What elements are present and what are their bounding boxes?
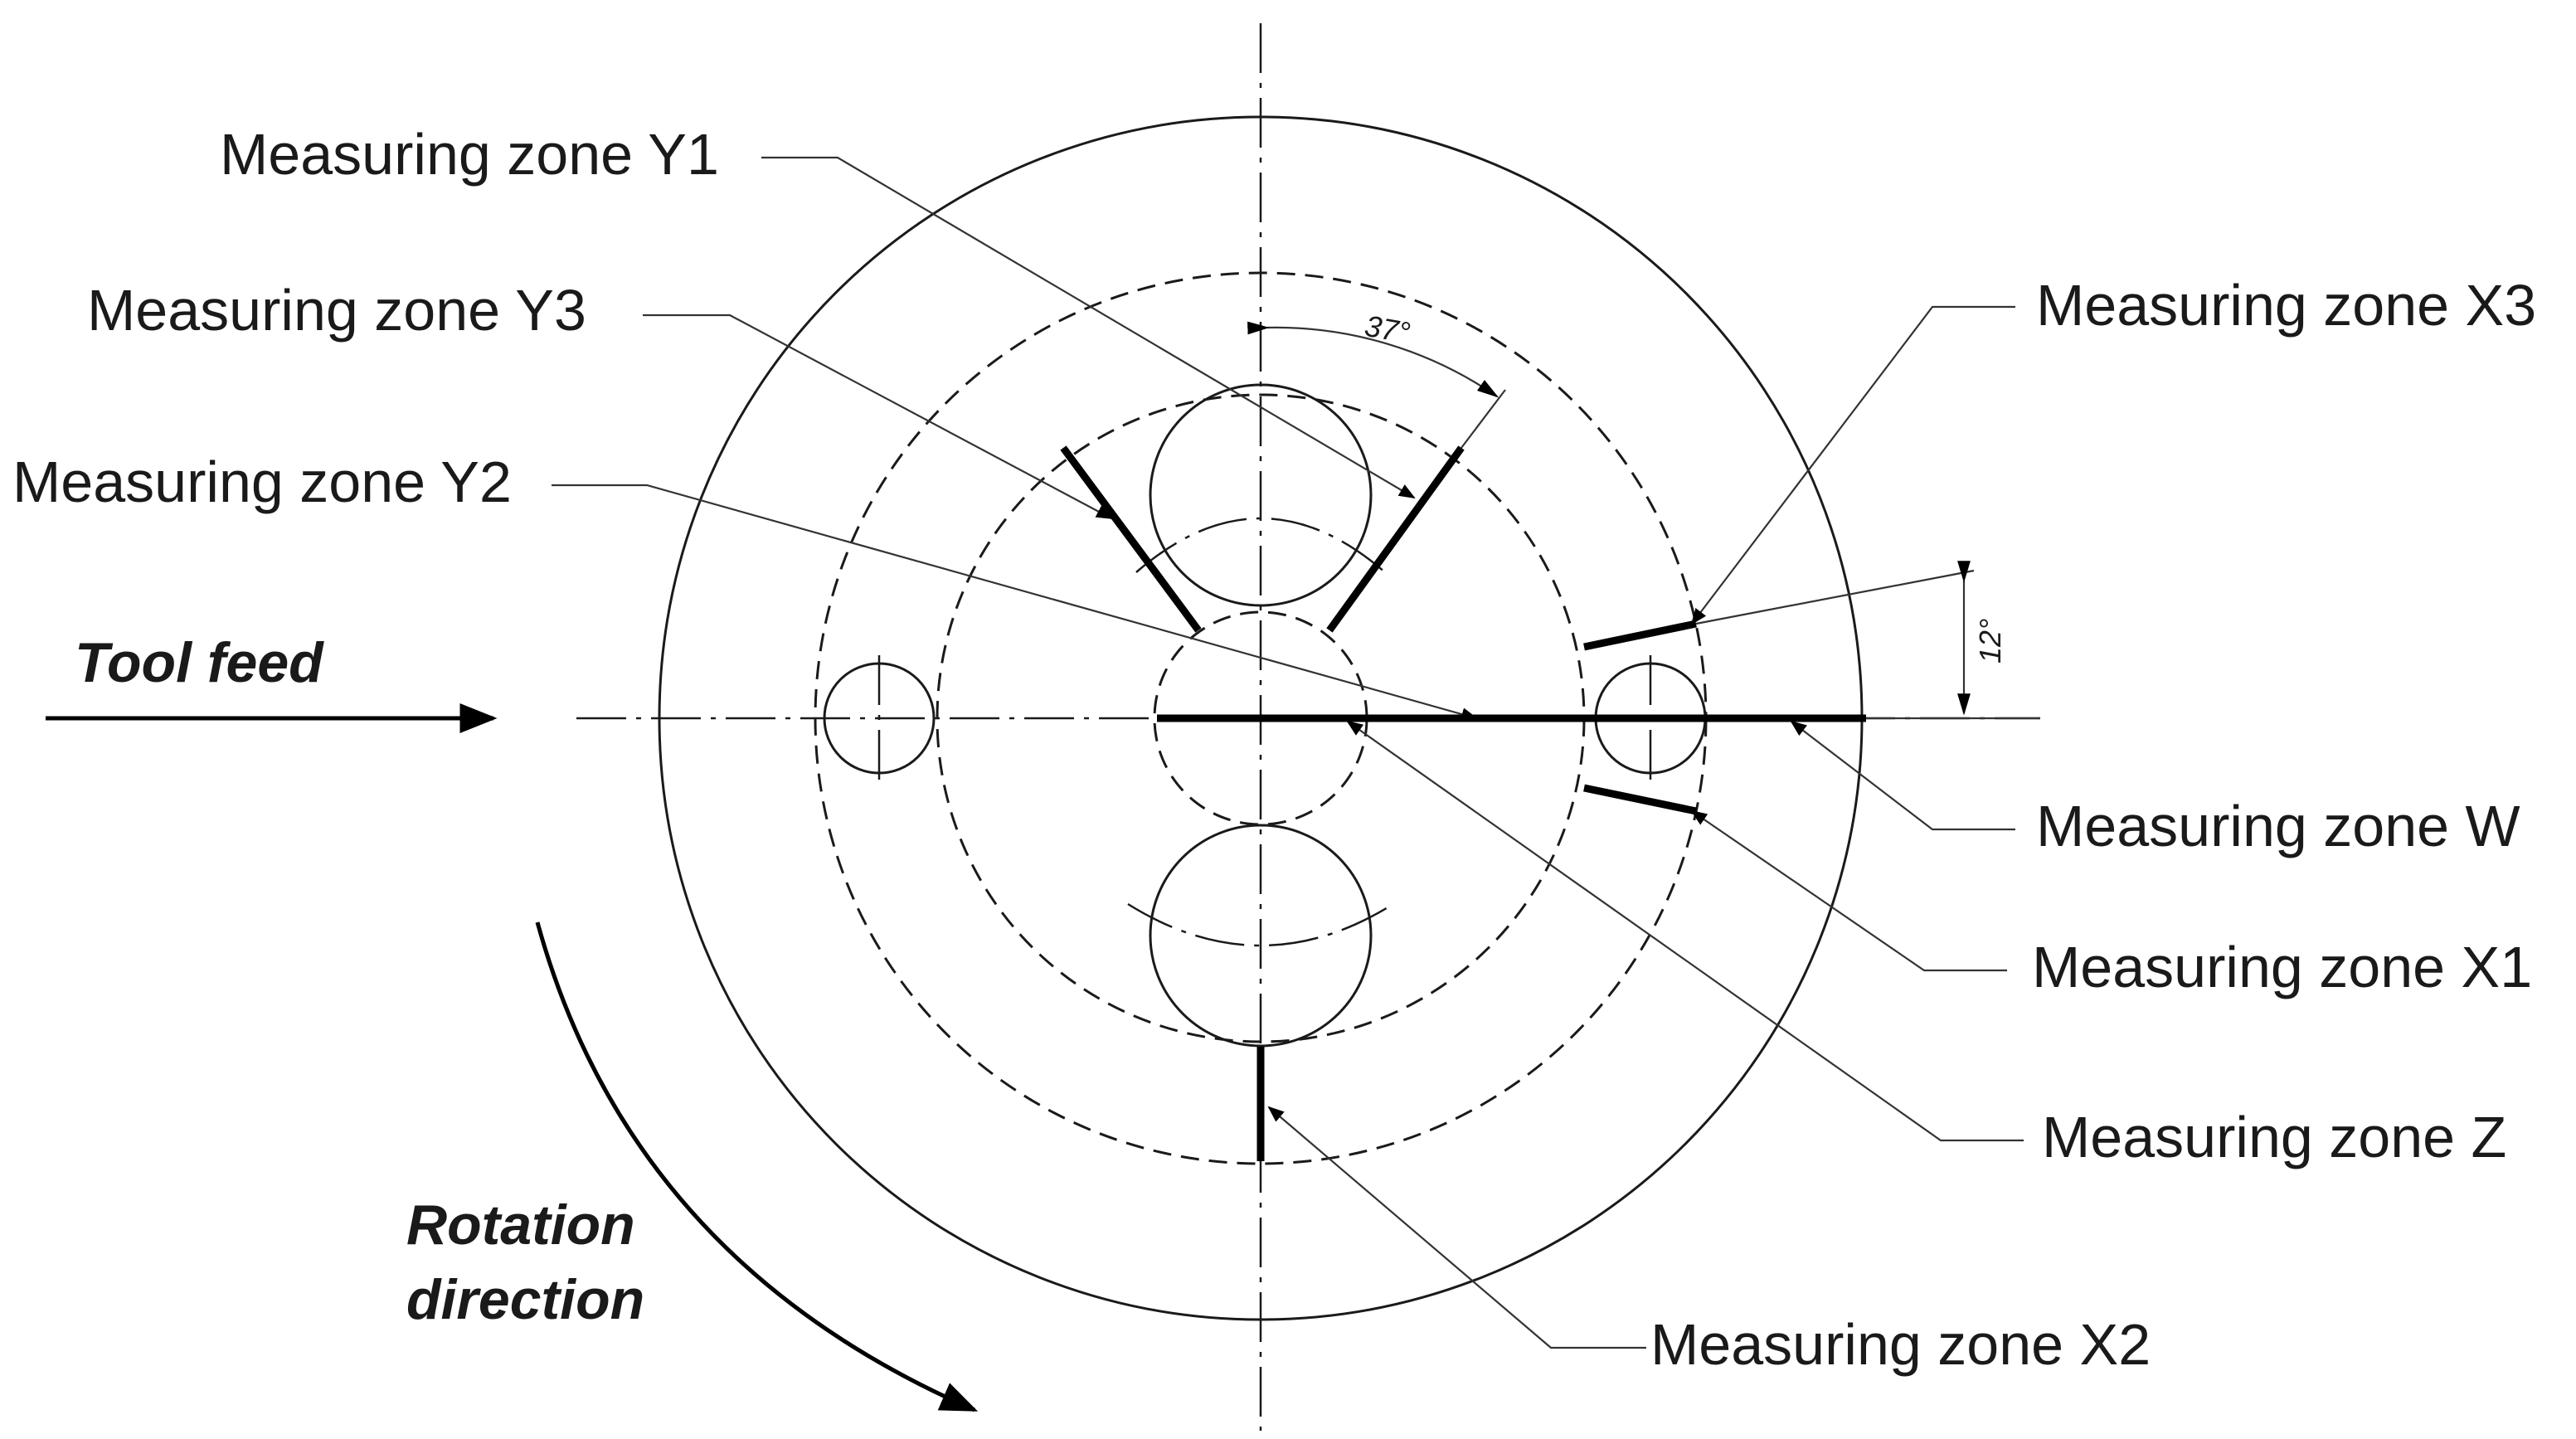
rotation-direction-arrow — [535, 921, 979, 1412]
label-measuring-zone-x1: Measuring zone X1 — [2032, 935, 2532, 999]
label-measuring-zone-z: Measuring zone Z — [2042, 1105, 2506, 1169]
leader-x1 — [1690, 809, 2007, 972]
insert-top-arc — [1135, 517, 1386, 573]
tool-feed-label: Tool feed — [75, 631, 324, 694]
leader-w — [1790, 720, 2015, 831]
insert-bottom — [1149, 824, 1373, 1048]
dim-37-arc — [1247, 321, 1499, 398]
label-measuring-zone-x3: Measuring zone X3 — [2036, 273, 2536, 338]
label-measuring-zone-y2: Measuring zone Y2 — [12, 450, 512, 514]
label-measuring-zone-y3: Measuring zone Y3 — [87, 278, 586, 343]
leader-x2 — [1267, 1106, 1646, 1349]
leader-y2 — [552, 484, 1478, 721]
label-measuring-zone-y1: Measuring zone Y1 — [220, 122, 719, 187]
leader-y3 — [643, 314, 1113, 519]
label-measuring-zone-w: Measuring zone W — [2036, 794, 2520, 858]
label-measuring-zone-x2: Measuring zone X2 — [1650, 1312, 2151, 1377]
zone-y3-segment — [1060, 445, 1202, 633]
dim-12-extension-top — [1695, 569, 1975, 625]
leader-y1 — [761, 156, 1416, 499]
leader-z — [1346, 720, 2024, 1142]
insert-bottom-arc — [1127, 902, 1394, 947]
angle-37-label: 37° — [1363, 309, 1413, 350]
zone-y1-segment — [1326, 445, 1465, 633]
rotation-label-line1: Rotation — [406, 1193, 635, 1257]
leader-x3 — [1690, 305, 2015, 625]
zone-x1-segment — [1583, 784, 1697, 815]
rotation-label-line2: direction — [406, 1268, 644, 1331]
dim-37-extension — [1461, 389, 1506, 449]
zone-x3-segment — [1583, 620, 1697, 651]
angle-12-label: 12° — [1973, 619, 2007, 664]
